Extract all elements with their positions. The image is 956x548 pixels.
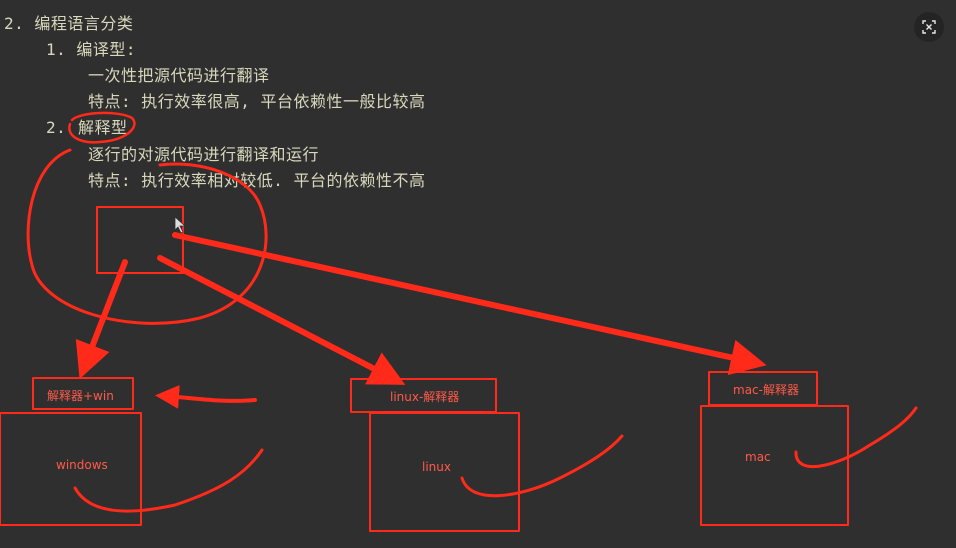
linux-box bbox=[369, 412, 520, 532]
mac-interpreter-label: mac-解释器 bbox=[733, 383, 799, 397]
mac-label: mac bbox=[745, 450, 771, 464]
close-icon bbox=[922, 20, 936, 34]
item1-title: 1. 编译型: bbox=[46, 40, 137, 59]
windows-box bbox=[0, 412, 142, 526]
linux-interpreter-label: linux-解释器 bbox=[390, 390, 460, 404]
heading: 2. 编程语言分类 bbox=[4, 14, 134, 33]
linux-label: linux bbox=[422, 460, 451, 474]
arrow-to-linux bbox=[157, 255, 406, 385]
source-box bbox=[96, 206, 184, 274]
item2-line1: 逐行的对源代码进行翻译和运行 bbox=[88, 145, 320, 164]
item2-line2: 特点: 执行效率相对较低. 平台的依赖性不高 bbox=[88, 171, 426, 190]
title-circle bbox=[68, 111, 136, 144]
win-interpreter-box bbox=[32, 377, 134, 410]
item1-line1: 一次性把源代码进行翻译 bbox=[88, 66, 270, 85]
close-button[interactable] bbox=[914, 12, 944, 42]
arrow-to-mac bbox=[172, 232, 767, 376]
item2-title: 解释型 bbox=[78, 118, 128, 137]
windows-label: windows bbox=[56, 458, 108, 472]
item1-line2: 特点: 执行效率很高, 平台依赖性一般比较高 bbox=[88, 92, 426, 111]
arrow-to-windows bbox=[75, 259, 128, 379]
linux-squiggle bbox=[460, 434, 624, 498]
win-interpreter-label: 解释器+win bbox=[47, 389, 114, 403]
arrow-back bbox=[155, 384, 257, 409]
source-loop bbox=[26, 148, 268, 325]
mac-box bbox=[700, 405, 849, 526]
item2-number: 2. bbox=[46, 118, 67, 137]
windows-squiggle bbox=[73, 448, 264, 513]
mac-squiggle bbox=[794, 406, 918, 468]
